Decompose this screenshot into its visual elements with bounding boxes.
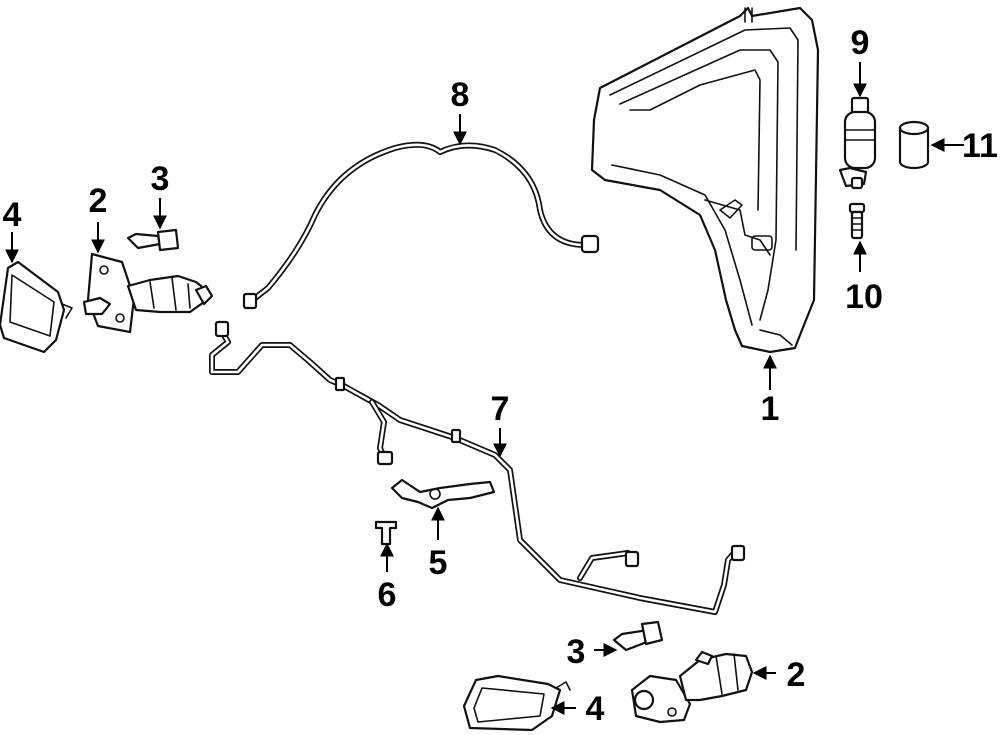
callout-10: 10 (845, 278, 883, 316)
callout-1: 1 (761, 390, 780, 428)
callout-3-lower: 3 (567, 633, 586, 671)
hose-connector (390, 478, 496, 510)
callout-8: 8 (451, 76, 470, 114)
pump-seal (898, 120, 930, 170)
washer-reservoir (590, 6, 820, 354)
bolt-lower (612, 620, 664, 652)
main-washer-hose (209, 320, 746, 615)
callout-4-upper: 4 (3, 196, 22, 234)
callout-4-lower: 4 (586, 690, 605, 728)
callout-9: 9 (851, 24, 870, 62)
callout-2-lower: 2 (787, 656, 806, 694)
callout-2-upper: 2 (89, 182, 108, 220)
upper-washer-hose (242, 141, 600, 310)
pump-grommet (848, 202, 866, 240)
leader-lines (5, 62, 964, 715)
washer-nozzle-left (82, 252, 214, 334)
washer-pump (838, 96, 877, 190)
callout-7: 7 (491, 390, 510, 428)
callout-3-upper: 3 (151, 160, 170, 198)
callout-6: 6 (378, 576, 397, 614)
bolt-upper (126, 228, 180, 252)
hose-clip (374, 520, 398, 546)
nozzle-cover-left (0, 260, 73, 354)
callout-labels: 1 2 2 3 3 4 4 5 6 7 8 9 10 11 (3, 24, 998, 728)
nozzle-cover-right (462, 674, 571, 732)
washer-nozzle-right (630, 650, 754, 724)
callout-11: 11 (962, 127, 998, 165)
callout-5: 5 (429, 544, 448, 582)
